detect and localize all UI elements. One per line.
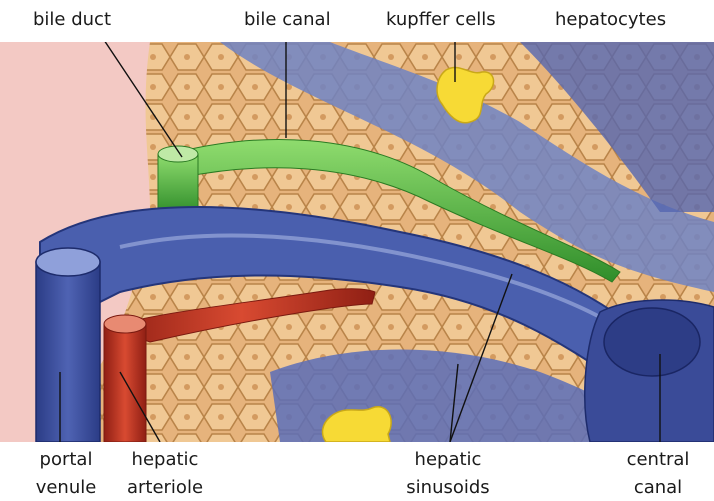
- label-central: central: [610, 450, 706, 470]
- central-canal-opening: [604, 308, 700, 376]
- hepatic-arteriole: [104, 324, 146, 442]
- label-portal: portal: [30, 450, 102, 470]
- label-venule: venule: [22, 478, 110, 498]
- label-sinusoids: sinusoids: [396, 478, 500, 498]
- bile-duct: [158, 154, 198, 214]
- liver-lobule-illustration: [0, 42, 714, 442]
- portal-venule: [36, 262, 100, 442]
- label-kupffer-cells: kupffer cells: [386, 10, 496, 30]
- label-hepatocytes: hepatocytes: [555, 10, 666, 30]
- label-hepatic-sinusoids-1: hepatic: [400, 450, 496, 470]
- label-bile-duct: bile duct: [33, 10, 111, 30]
- label-hepatic-arteriole-1: hepatic: [120, 450, 210, 470]
- label-bile-canal: bile canal: [244, 10, 331, 30]
- label-arteriole: arteriole: [112, 478, 218, 498]
- label-canal: canal: [610, 478, 706, 498]
